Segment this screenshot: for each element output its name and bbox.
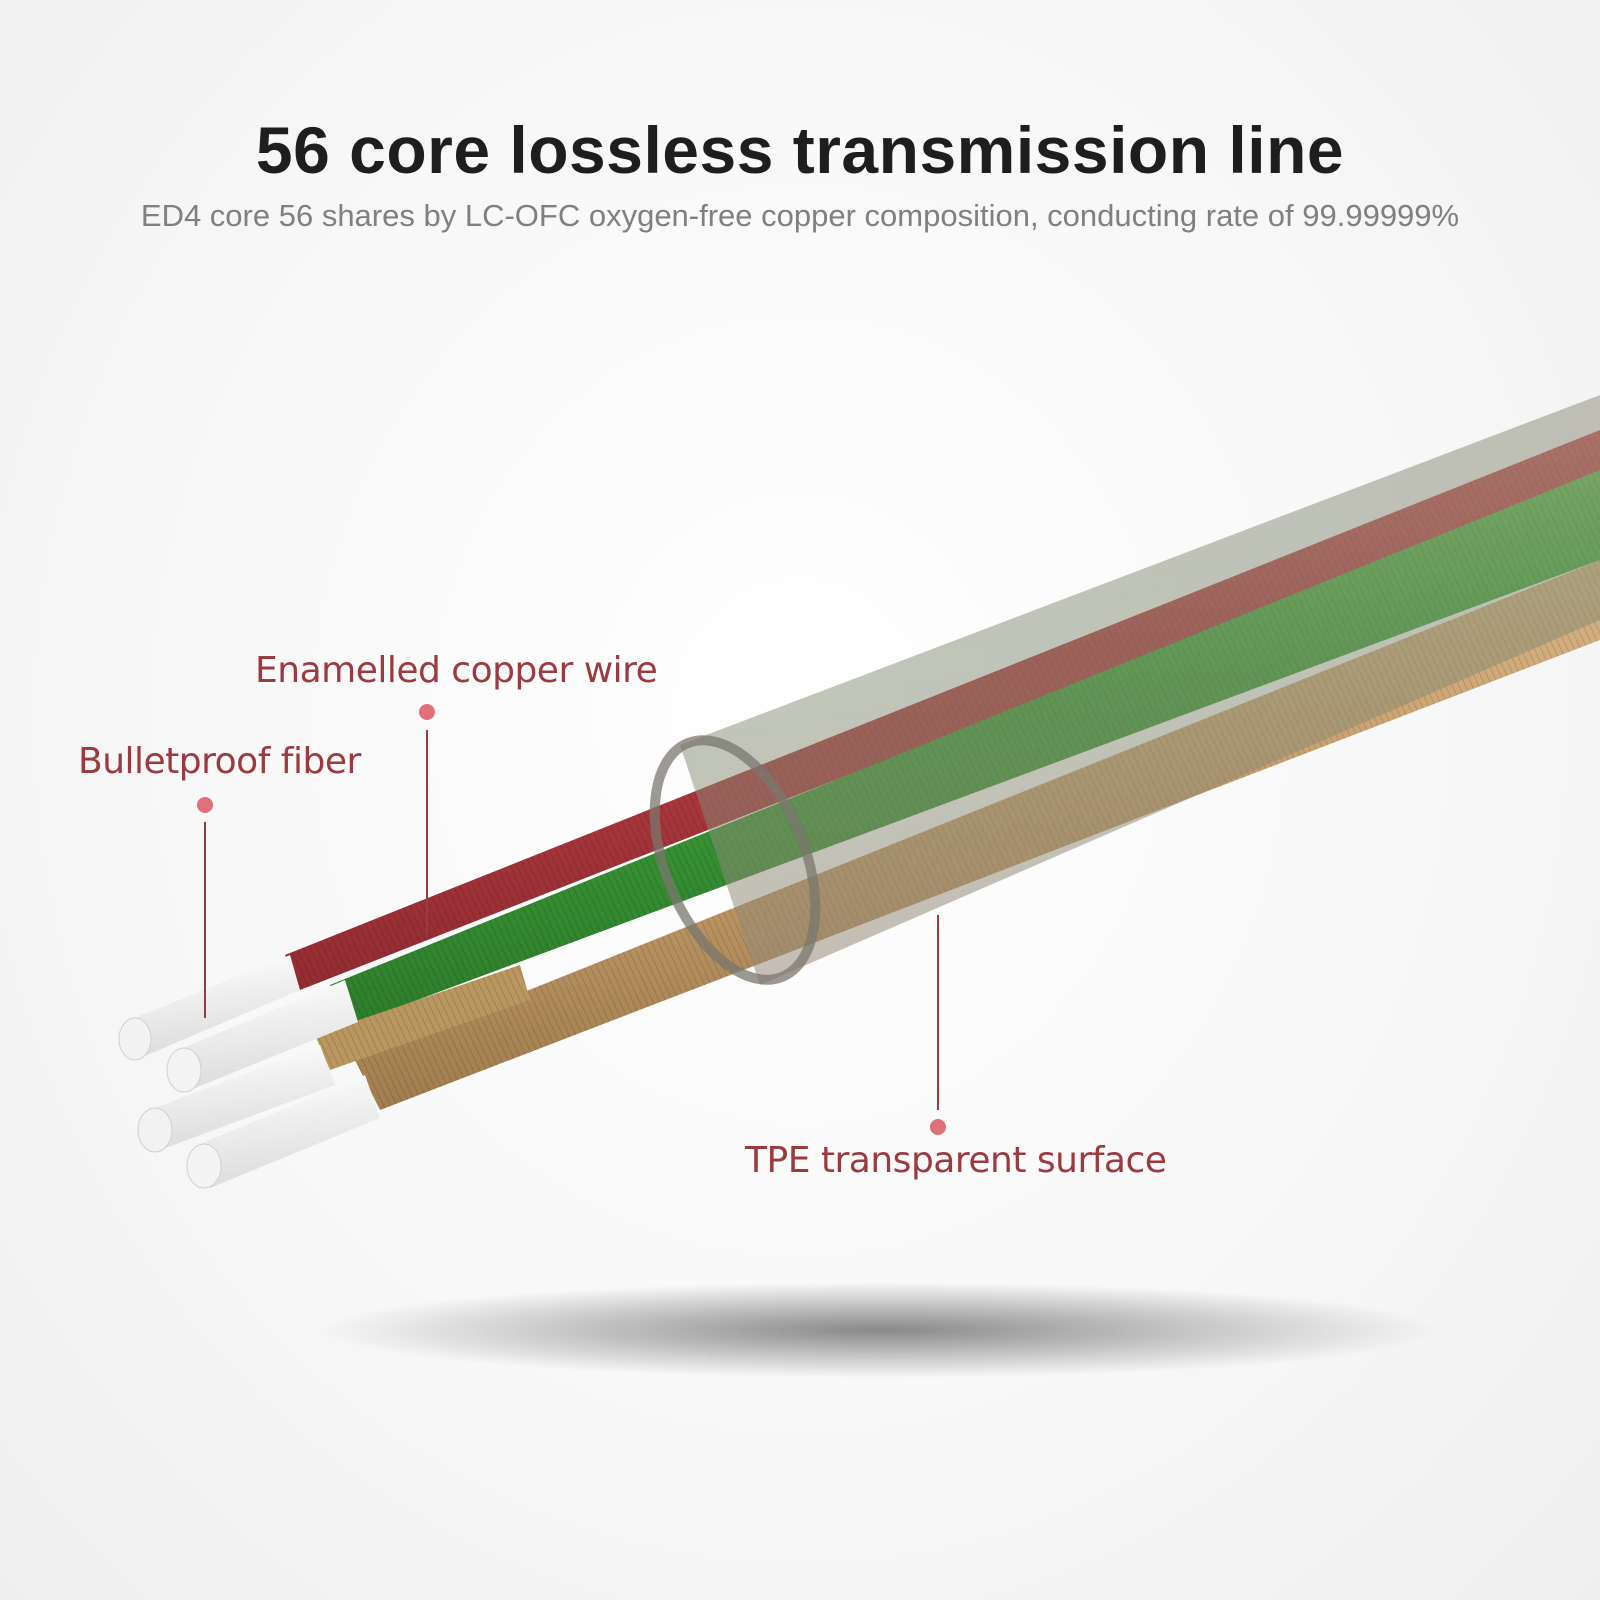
- callout-tpe-transparent-surface: TPE transparent surface: [745, 1140, 1167, 1181]
- callout-leader-tpe: [930, 915, 946, 1135]
- cable-floor-shadow: [320, 1282, 1440, 1378]
- tpe-transparent-jacket: [649, 395, 1600, 985]
- bulletproof-fiber-cores: [118, 955, 380, 1189]
- callout-bulletproof-fiber: Bulletproof fiber: [78, 741, 361, 782]
- page-subtitle: ED4 core 56 shares by LC-OFC oxygen-free…: [140, 198, 1460, 233]
- gold-conductor-wire-rear: [315, 965, 530, 1070]
- callout-enamelled-copper-wire: Enamelled copper wire: [255, 650, 658, 691]
- callout-leader-copper: [419, 704, 435, 935]
- page-title: 56 core lossless transmission line: [255, 113, 1345, 187]
- callout-leader-fiber: [197, 797, 213, 1018]
